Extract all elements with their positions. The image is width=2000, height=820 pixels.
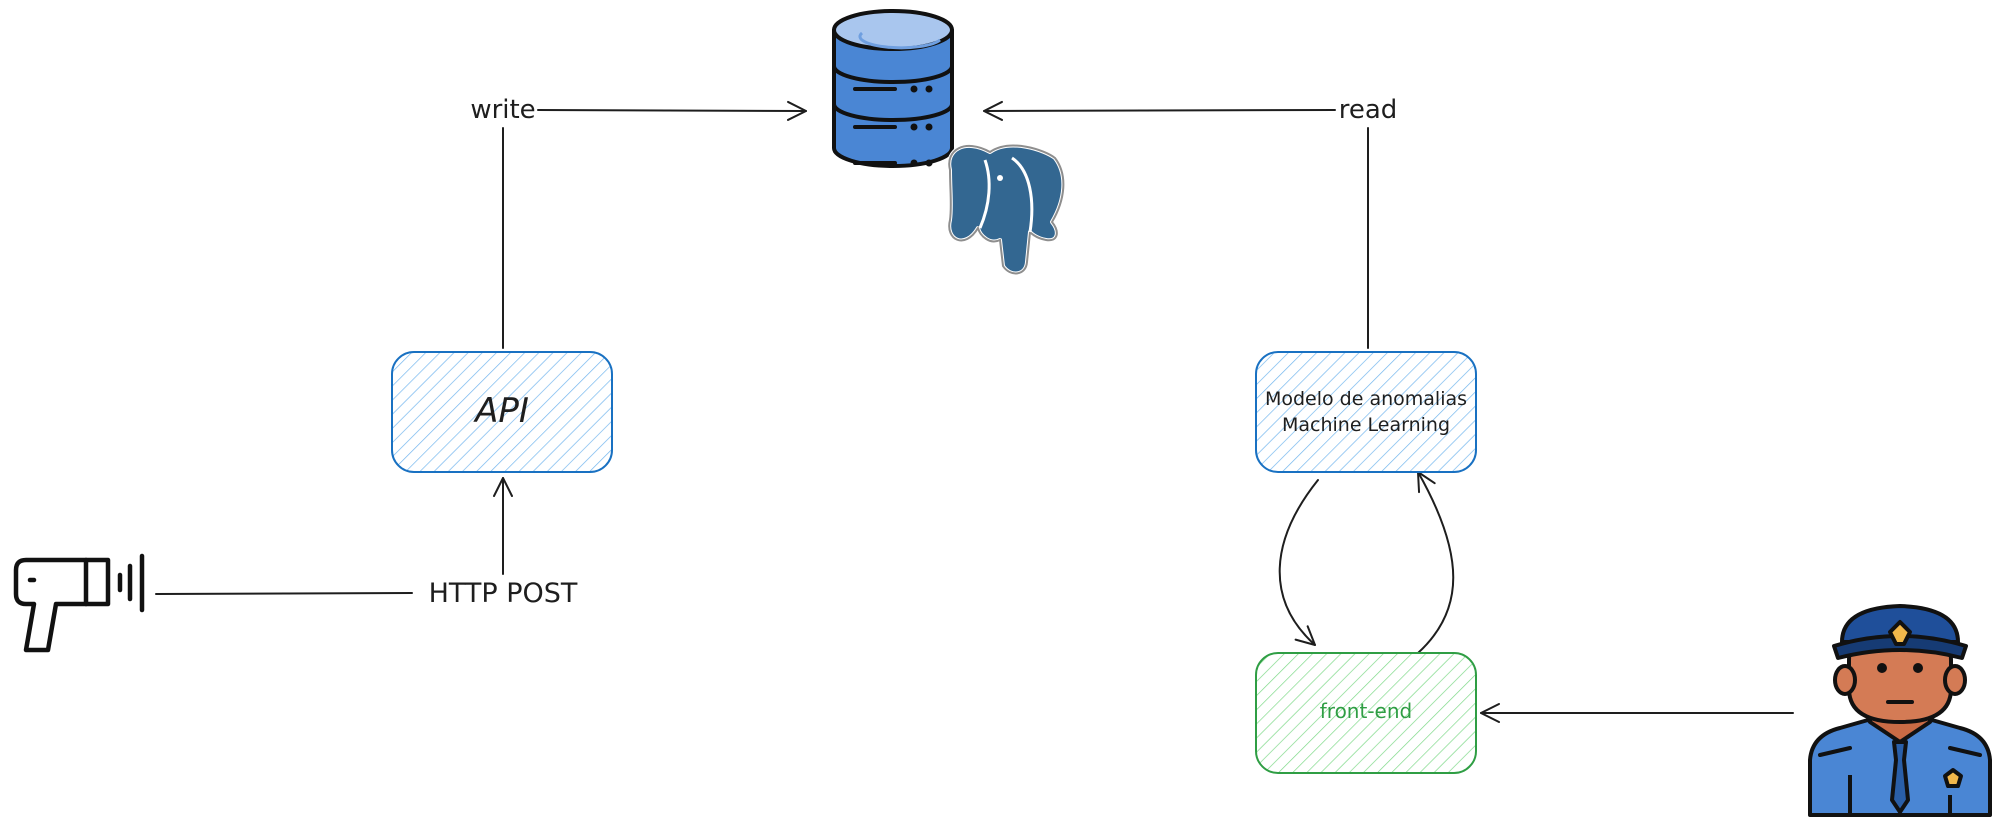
postgresql-elephant-icon — [947, 143, 1066, 276]
frontend-node[interactable]: front-end — [1255, 652, 1477, 774]
write-label: write — [470, 95, 535, 125]
model-node[interactable]: Modelo de anomalias Machine Learning — [1255, 351, 1477, 473]
database-icon — [832, 9, 954, 168]
read-label: read — [1339, 95, 1398, 125]
write-arrow — [537, 100, 807, 121]
edge-read — [983, 100, 1369, 349]
frontend-label: front-end — [1320, 699, 1412, 723]
http-post-horizontal-line — [155, 592, 413, 595]
model-label-line2: Machine Learning — [1282, 414, 1450, 436]
barcode-scanner-icon — [13, 553, 145, 653]
api-label: API — [473, 391, 529, 431]
read-arrow — [983, 100, 1336, 121]
http-post-label: HTTP POST — [429, 578, 578, 609]
edge-http-post — [155, 477, 513, 595]
edge-frontend-to-model — [1417, 471, 1455, 654]
edge-write — [502, 100, 807, 349]
model-label-line1: Modelo de anomalias — [1265, 388, 1467, 410]
edge-model-to-frontend — [1278, 479, 1319, 646]
police-officer-icon — [1808, 604, 1992, 817]
api-node[interactable]: API — [391, 351, 613, 473]
